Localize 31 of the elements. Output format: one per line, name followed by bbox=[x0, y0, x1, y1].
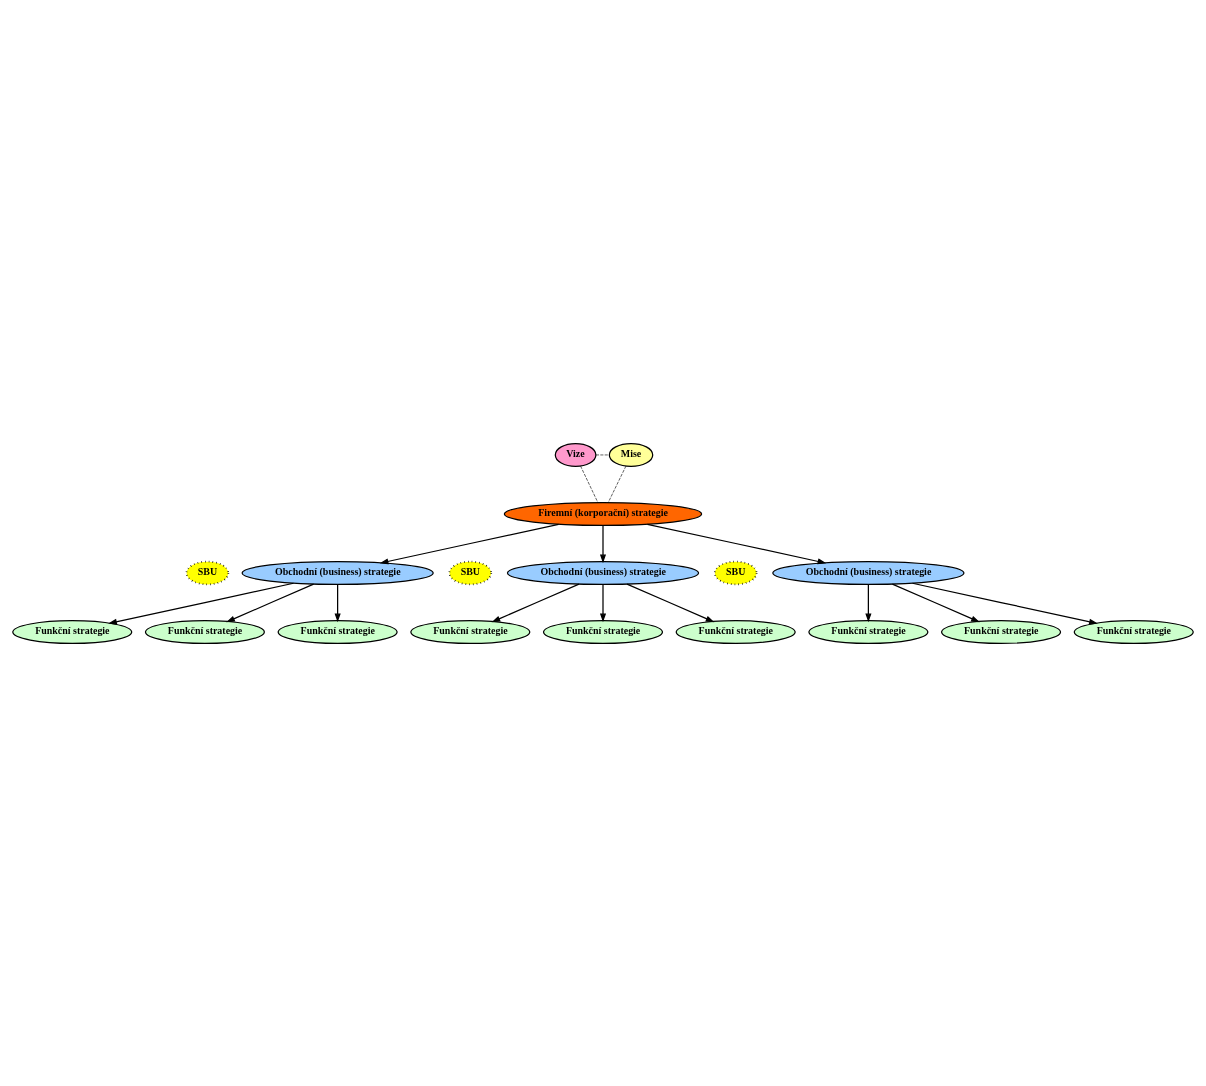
node-ellipse: Funkční strategie bbox=[808, 619, 929, 644]
node-ellipse: Funkční strategie bbox=[542, 619, 664, 644]
arrow bbox=[226, 583, 315, 622]
connector bbox=[580, 465, 599, 503]
arrow bbox=[865, 583, 872, 622]
arrow bbox=[646, 523, 827, 564]
arrow bbox=[911, 582, 1098, 625]
node-ellipse: SBU bbox=[713, 560, 758, 585]
arrow bbox=[108, 582, 295, 625]
node-ellipse: SBU bbox=[185, 560, 230, 585]
arrow bbox=[379, 523, 560, 564]
node-ellipse: Obchodní (business) strategie bbox=[772, 560, 965, 585]
node-ellipse: Funkční strategie bbox=[675, 619, 796, 644]
node-ellipse: Funkční strategie bbox=[144, 619, 265, 644]
arrow bbox=[334, 583, 341, 622]
connector bbox=[595, 454, 610, 455]
node-ellipse: SBU bbox=[448, 560, 493, 585]
arrow bbox=[891, 583, 980, 622]
arrow bbox=[599, 524, 607, 563]
arrow bbox=[599, 583, 607, 622]
node-ellipse: Vize bbox=[554, 442, 597, 467]
arrow bbox=[626, 583, 715, 622]
node-ellipse: Firemní (korporační) strategie bbox=[503, 501, 703, 526]
node-ellipse: Obchodní (business) strategie bbox=[506, 560, 700, 585]
arrow bbox=[491, 583, 580, 622]
node-ellipse: Funkční strategie bbox=[277, 619, 398, 644]
connector bbox=[608, 465, 627, 503]
node-ellipse: Mise bbox=[608, 442, 654, 467]
node-ellipse: Funkční strategie bbox=[941, 619, 1062, 644]
node-ellipse: Funkční strategie bbox=[410, 619, 531, 644]
node-ellipse: Obchodní (business) strategie bbox=[241, 560, 434, 585]
